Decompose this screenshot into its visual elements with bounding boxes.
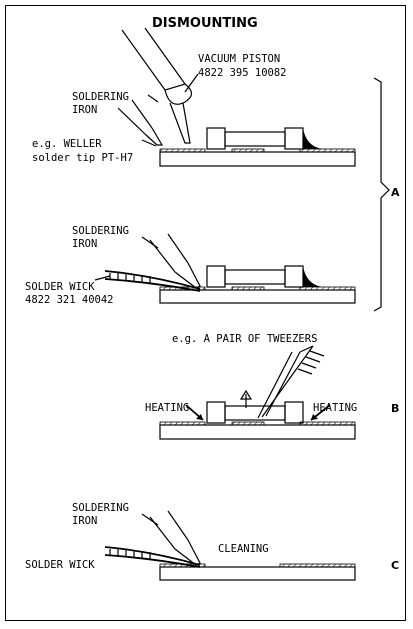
soldering-iron-handle xyxy=(149,233,189,273)
copper-pad-left xyxy=(159,421,206,426)
copper-pad-right xyxy=(299,286,356,291)
tweezers-joint xyxy=(299,345,314,353)
lift-arrow xyxy=(239,389,253,408)
soldering-iron-label-1: SOLDERING xyxy=(72,225,129,237)
heating-arrow-left-head xyxy=(196,414,203,420)
tweezers-grip xyxy=(297,350,325,375)
copper-pad-center xyxy=(231,421,265,426)
soldering-iron-tip xyxy=(144,127,164,146)
panel-c-cleaning: SOLDERING IRON SOLDER WICK CLEANING C xyxy=(25,502,399,581)
component-end-left xyxy=(206,265,226,288)
pointer-vacuum xyxy=(184,73,199,93)
solder-fillet xyxy=(303,128,322,149)
component-end-right xyxy=(284,265,304,288)
component-end-left xyxy=(206,401,226,424)
vacuum-piston-label: VACUUM PISTON xyxy=(198,53,280,65)
pointer-wick xyxy=(94,275,111,281)
component-body xyxy=(224,269,286,285)
component-end-left xyxy=(206,127,226,150)
soldering-iron-tip xyxy=(174,262,201,289)
copper-pad-left xyxy=(159,148,206,153)
soldering-iron-handle xyxy=(117,99,153,135)
solder-wick-top xyxy=(104,546,201,566)
pointer-iron xyxy=(141,513,159,526)
component-body xyxy=(224,131,286,147)
soldering-iron-label-1: SOLDERING xyxy=(72,502,129,514)
soldering-iron-label-1: SOLDERING xyxy=(72,91,129,103)
page-title: DISMOUNTING xyxy=(152,16,258,31)
soldering-iron-label-2: IRON xyxy=(72,104,97,116)
weller-label-2: solder tip PT-H7 xyxy=(32,152,133,164)
pointer-weller xyxy=(141,139,157,147)
weller-label-1: e.g. WELLER xyxy=(32,138,102,150)
panel-a1-vacuum-piston: VACUUM PISTON 4822 395 10082 SOLDERING I… xyxy=(32,27,356,167)
solder-fillet xyxy=(303,266,322,287)
soldering-iron-label-2: IRON xyxy=(72,515,97,527)
step-label-a: A xyxy=(391,186,400,199)
soldering-iron-label-2: IRON xyxy=(72,238,97,250)
step-label-c: C xyxy=(391,559,399,572)
pcb-board xyxy=(159,289,356,304)
copper-pad-right xyxy=(299,148,356,153)
solder-wick-label: SOLDER WICK xyxy=(25,559,95,571)
pointer-iron xyxy=(141,236,159,249)
solder-wick-label: SOLDER WICK xyxy=(25,281,95,293)
panel-b-tweezers: e.g. A PAIR OF TWEEZERS HEATING HEATING … xyxy=(145,333,399,440)
cleaning-label: CLEANING xyxy=(218,543,269,555)
component-end-right xyxy=(284,127,304,150)
heating-left-label: HEATING xyxy=(145,402,189,414)
component-body xyxy=(224,405,286,421)
component-end-right xyxy=(284,401,304,424)
vacuum-piston-code: 4822 395 10082 xyxy=(198,67,287,79)
tweezers-arm-left xyxy=(257,351,301,419)
copper-pad-center xyxy=(231,148,265,153)
copper-pad-right xyxy=(299,421,356,426)
step-label-b: B xyxy=(391,402,399,415)
vacuum-piston-body xyxy=(121,27,186,91)
tweezers-label: e.g. A PAIR OF TWEEZERS xyxy=(172,333,317,345)
solder-wick-braid xyxy=(109,549,151,560)
vacuum-piston-nozzle xyxy=(169,102,191,144)
pointer-iron xyxy=(147,94,159,103)
solder-wick-bottom xyxy=(104,554,201,568)
bracket-a xyxy=(373,77,390,312)
solder-wick-bottom xyxy=(104,278,201,292)
pcb-board xyxy=(159,151,356,167)
pcb-board xyxy=(159,566,356,581)
vacuum-piston-nozzle-ring xyxy=(164,83,193,105)
tweezers-arm-right xyxy=(261,345,314,418)
diagram-frame xyxy=(5,5,406,621)
copper-pad-center xyxy=(231,286,265,291)
panel-a2-solder-wick: SOLDERING IRON SOLDER WICK 4822 321 4004… xyxy=(25,225,356,306)
heating-arrow-right-head xyxy=(311,414,318,420)
solder-wick-code: 4822 321 40042 xyxy=(25,294,114,306)
solder-wick-top xyxy=(104,270,201,290)
copper-pad-right xyxy=(279,563,356,568)
soldering-iron-handle xyxy=(149,510,189,550)
pcb-board xyxy=(159,424,356,440)
heating-right-label: HEATING xyxy=(313,402,357,414)
